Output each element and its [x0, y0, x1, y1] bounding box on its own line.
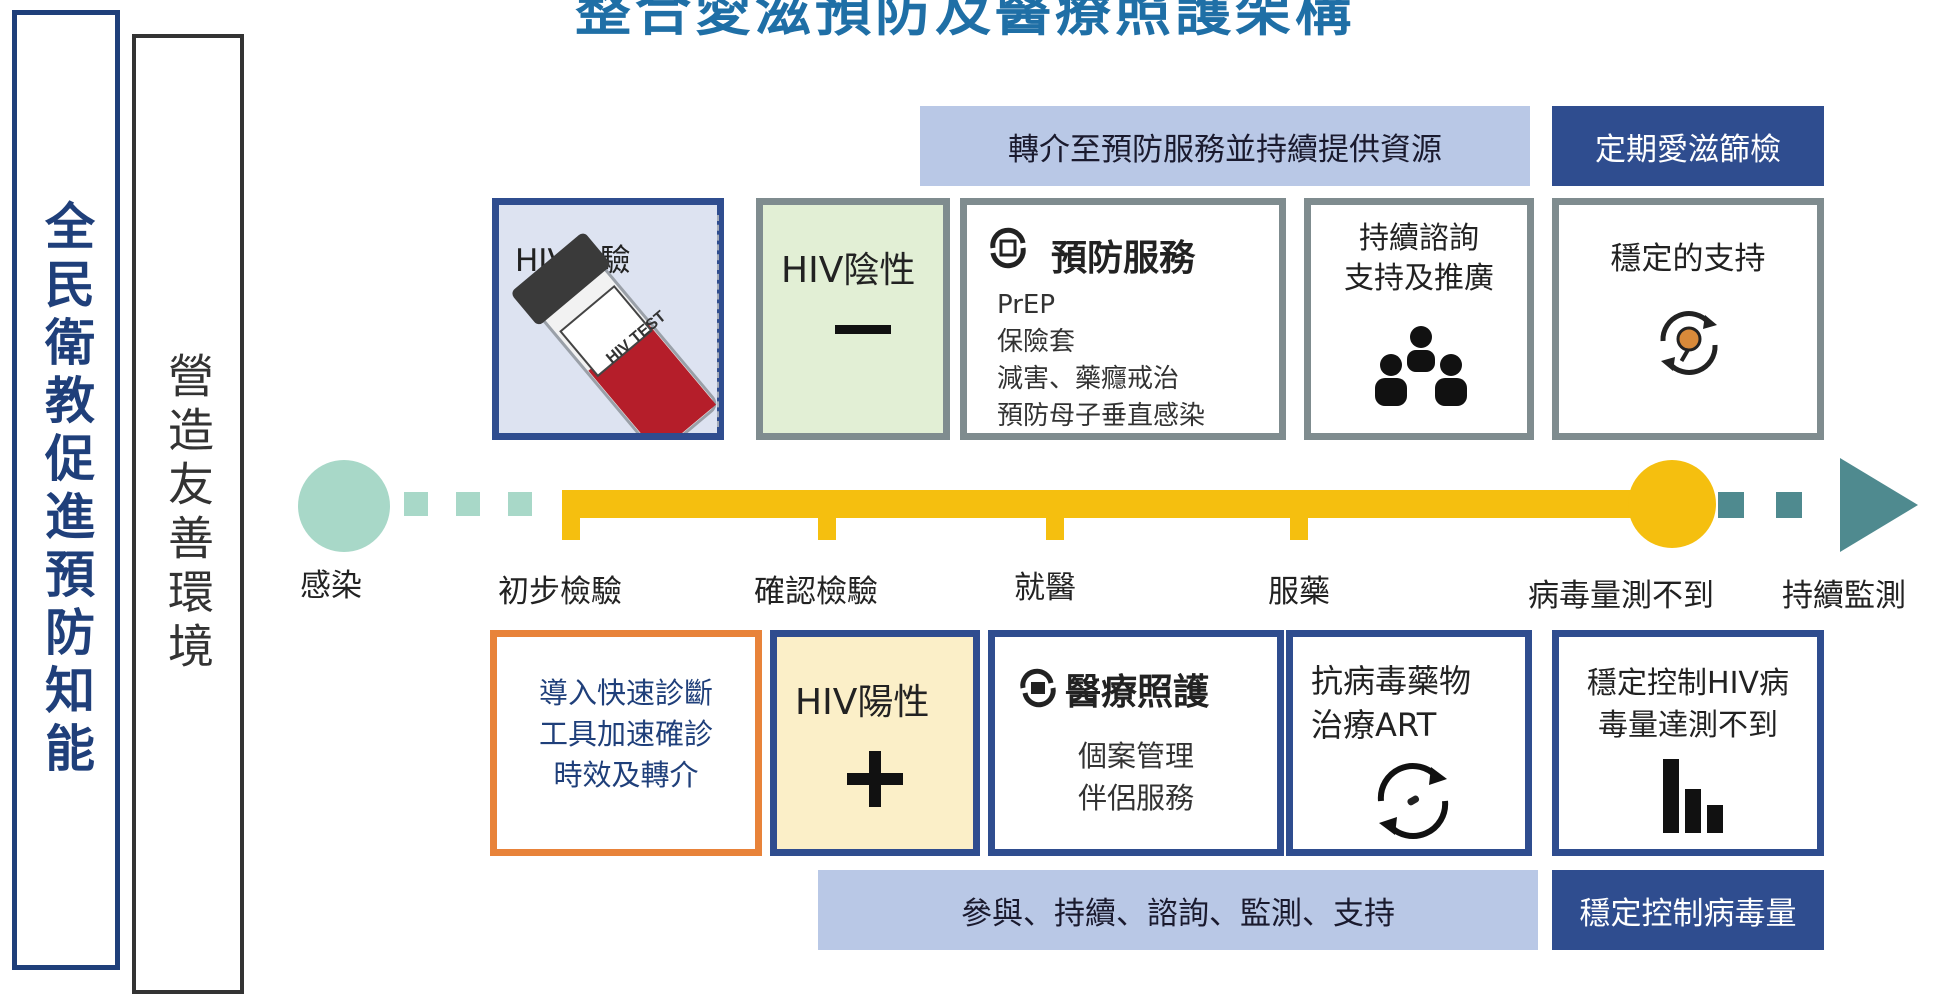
rapid-line: 工具加速確診 [538, 717, 713, 751]
prevention-item: 預防母子垂直感染 [997, 401, 1206, 431]
rapid-line: 導入快速診斷 [538, 676, 713, 710]
card-hiv-test-divider [717, 215, 719, 427]
card-rapid-text: 導入快速診斷 工具加速確診 時效及轉介 [497, 673, 755, 796]
label-initial-test: 初步檢驗 [498, 574, 622, 610]
card-stable-support-label: 穩定的支持 [1610, 241, 1766, 277]
monitor-segment [1776, 492, 1802, 518]
label-monitoring: 持續監測 [1782, 578, 1906, 614]
search-cycle-icon [1660, 311, 1718, 375]
card-stable-support: 穩定的支持 [1552, 198, 1824, 440]
tick-medication [1290, 490, 1308, 540]
timeline [298, 458, 1918, 552]
side-box-friendly-environment: 營造友善環境 [132, 34, 244, 994]
card-prevention-items: PrEP 保險套 減害、藥癮戒治 預防母子垂直感染 [997, 287, 1205, 435]
card-viral-control-text: 穩定控制HIV病 毒量達測不到 [1559, 663, 1817, 747]
plus-icon [847, 751, 903, 807]
people-group-icon [1375, 326, 1467, 406]
timeline-bar [562, 490, 1672, 518]
card-hiv-positive: HIV陽性 [770, 630, 980, 856]
card-prevention-title: 預防服務 [1051, 238, 1196, 279]
banner-engagement: 參與、持續、諮詢、監測、支持 [818, 870, 1538, 950]
control-line: 穩定控制HIV病 [1587, 666, 1789, 701]
minus-icon [835, 325, 891, 334]
page-title: 整合愛滋預防及醫療照護架構 [575, 0, 1355, 44]
side-box-public-education: 全民衛教促進預防知能 [12, 10, 120, 970]
arrow-head-icon [1840, 458, 1918, 552]
label-undetectable: 病毒量測不到 [1528, 578, 1714, 614]
dotted-segment [404, 492, 428, 516]
banner-regular-screening: 定期愛滋篩檢 [1552, 106, 1824, 186]
label-seek-care: 就醫 [1014, 570, 1076, 606]
banner-referral: 轉介至預防服務並持續提供資源 [920, 106, 1530, 186]
control-line: 毒量達測不到 [1598, 708, 1778, 743]
prevention-item: 保險套 [997, 327, 1076, 357]
rapid-line: 時效及轉介 [553, 758, 699, 792]
card-viral-control: 穩定控制HIV病 毒量達測不到 [1552, 630, 1824, 856]
card-rapid-diagnostics: 導入快速診斷 工具加速確診 時效及轉介 [490, 630, 762, 856]
label-confirm-test: 確認檢驗 [754, 574, 878, 610]
side-box-public-education-text: 全民衛教促進預防知能 [37, 200, 95, 780]
counseling-line: 支持及推廣 [1344, 261, 1494, 296]
prevention-item: 減害、藥癮戒治 [997, 364, 1180, 394]
tick-seek-care [1046, 490, 1064, 540]
card-hiv-positive-label: HIV陽性 [795, 682, 930, 723]
art-line: 抗病毒藥物 [1311, 662, 1472, 700]
card-hiv-negative: HIV陰性 [756, 198, 950, 440]
counseling-line: 持續諮詢 [1359, 221, 1479, 256]
tick-confirm-test [818, 490, 836, 540]
card-hiv-test: HIV檢驗 HIV TEST [492, 198, 724, 440]
card-medical-care: 醫療照護 個案管理 伴侶服務 [988, 630, 1284, 856]
card-hiv-negative-label: HIV陰性 [781, 250, 916, 291]
card-medical-care-title: 醫療照護 [1065, 672, 1210, 713]
card-art-text: 抗病毒藥物 治療ART [1311, 659, 1471, 747]
card-antiretroviral-therapy: 抗病毒藥物 治療ART [1286, 630, 1532, 856]
art-line: 治療ART [1311, 706, 1437, 744]
cycle-icon [990, 227, 1026, 269]
card-prevention-services: 預防服務 PrEP 保險套 減害、藥癮戒治 預防母子垂直感染 [960, 198, 1286, 440]
label-infection: 感染 [300, 568, 362, 604]
care-item: 個案管理 [1077, 739, 1194, 773]
declining-bars-icon [1663, 759, 1723, 833]
medical-cycle-icon [1020, 668, 1056, 708]
monitor-segment [1718, 492, 1744, 518]
infection-dot [298, 460, 390, 552]
prevention-item: PrEP [997, 290, 1056, 320]
dotted-segment [456, 492, 480, 516]
card-counseling-text: 持續諮詢 支持及推廣 [1311, 219, 1527, 299]
side-box-friendly-environment-text: 營造友善環境 [161, 352, 215, 676]
banner-stable-viral-load: 穩定控制病毒量 [1552, 870, 1824, 950]
card-continuous-counseling: 持續諮詢 支持及推廣 [1304, 198, 1534, 440]
hiv-test-tube-icon: HIV TEST [512, 233, 717, 433]
label-medication: 服藥 [1268, 574, 1330, 610]
care-item: 伴侶服務 [1077, 781, 1194, 815]
tick-initial-test [562, 490, 580, 540]
card-medical-care-items: 個案管理 伴侶服務 [995, 735, 1277, 819]
pill-cycle-icon [1377, 763, 1449, 839]
dotted-segment [508, 492, 532, 516]
undetectable-dot [1628, 460, 1716, 548]
